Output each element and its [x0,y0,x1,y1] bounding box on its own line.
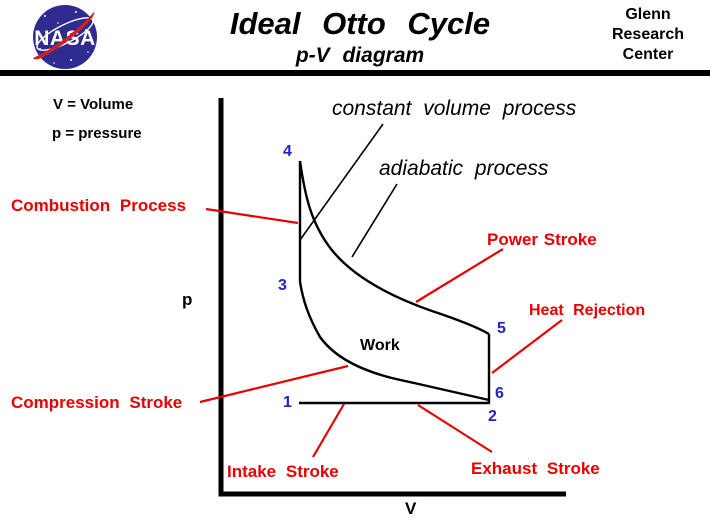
pv-axes [218,98,566,497]
label-compression-stroke: Compression Stroke [11,393,183,412]
header-divider [0,70,710,76]
org-name: Glenn Research Center [586,5,710,65]
point-3: 3 [278,277,287,294]
point-5: 5 [497,320,506,337]
legend-volume: V = Volume [53,96,134,113]
nasa-logo-wordmark: NASA [34,27,96,50]
point-4: 4 [283,143,292,160]
label-work: Work [360,337,400,354]
x-axis-label: V [405,499,417,518]
compression-adiabat-2-3 [298,281,490,402]
nasa-logo: NASA [33,5,97,69]
label-adiabatic-process: adiabatic process [379,157,549,180]
nasa-logo-stars [39,11,89,64]
label-power-stroke: Power Stroke [487,230,597,249]
point-6: 6 [495,385,504,402]
adiabatic-pointer-line [351,183,398,258]
label-heat-rejection: Heat Rejection [529,302,646,319]
page-subtitle: p-V diagram [295,44,425,67]
power-stroke-leader-line [415,248,504,303]
org-line-2: Research [611,26,685,43]
nasa-logo-orbit [36,17,94,51]
org-line-3: Center [622,46,674,63]
label-intake-stroke: Intake Stroke [227,462,339,481]
compression-leader-line [199,364,349,404]
label-constant-volume-process: constant volume process [332,97,577,120]
org-line-1: Glenn [625,6,671,23]
legend-pressure: p = pressure [52,125,142,142]
combustion-leader-line [205,207,299,225]
intake-leader-line [312,403,345,458]
label-combustion-process: Combustion Process [11,196,187,215]
title-block: Ideal Otto Cycle p-V diagram [160,6,560,68]
heat-rejection-leader-line [491,319,563,374]
page-title: Ideal Otto Cycle [229,6,491,41]
point-2: 2 [488,408,497,425]
constant-volume-pointer-line [299,123,384,241]
power-adiabat-4-5 [298,160,490,336]
exhaust-leader-line [417,404,493,453]
y-axis-label: p [182,290,193,309]
point-1: 1 [283,394,292,411]
label-exhaust-stroke: Exhaust Stroke [471,459,600,478]
